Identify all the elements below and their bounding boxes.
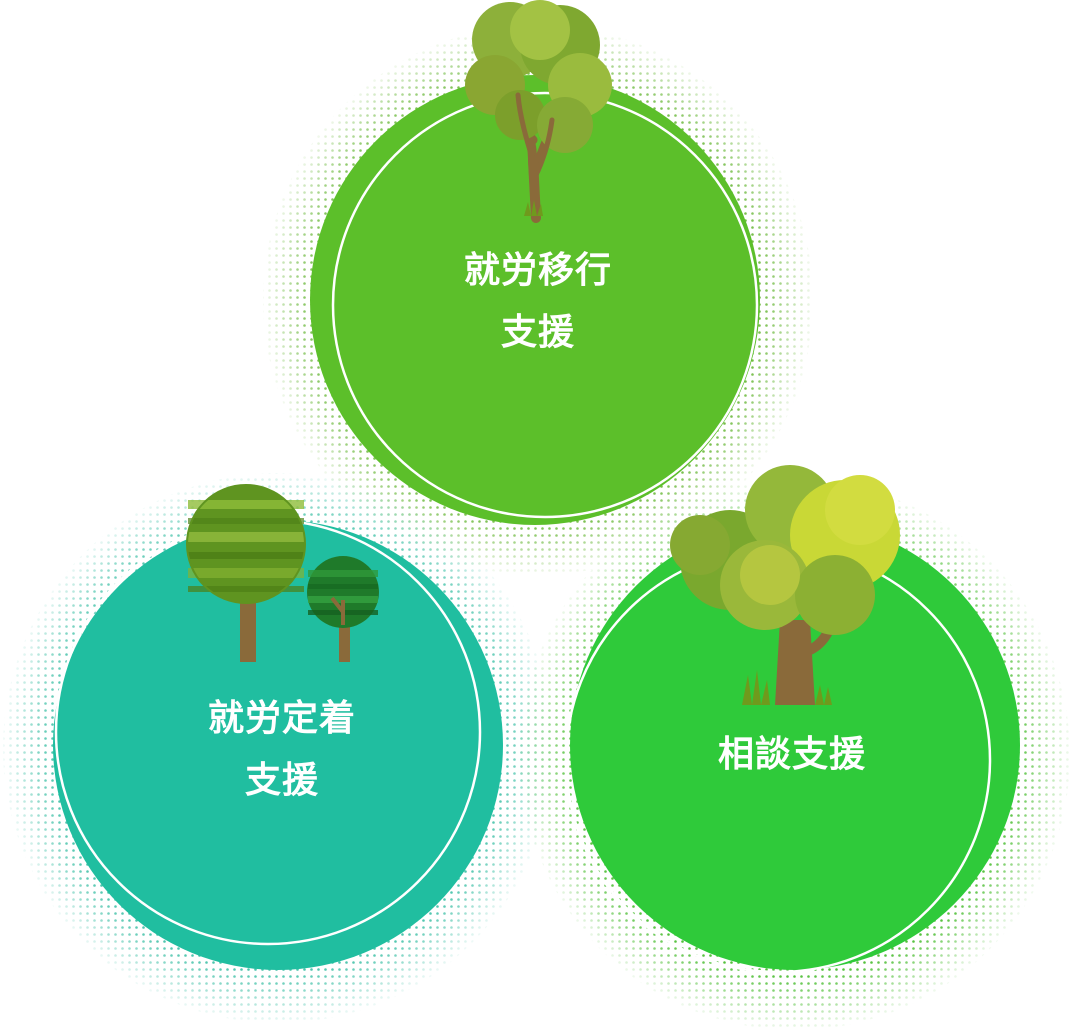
label-retention-line1: 就労定着 (207, 698, 356, 739)
tree-round-canopy-icon (465, 0, 612, 223)
tree-bushy-icon (670, 465, 900, 705)
tree-pair-striped-icon (186, 484, 379, 662)
label-transition-line1: 就労移行 (463, 250, 612, 291)
label-consultation: 相談支援 (672, 724, 912, 786)
label-retention-line2: 支援 (244, 760, 319, 801)
label-retention: 就労定着 支援 (162, 688, 402, 812)
label-transition-line2: 支援 (500, 312, 575, 353)
label-transition: 就労移行 支援 (418, 240, 658, 364)
circle-transition (310, 75, 760, 525)
label-consultation-line1: 相談支援 (717, 734, 866, 775)
